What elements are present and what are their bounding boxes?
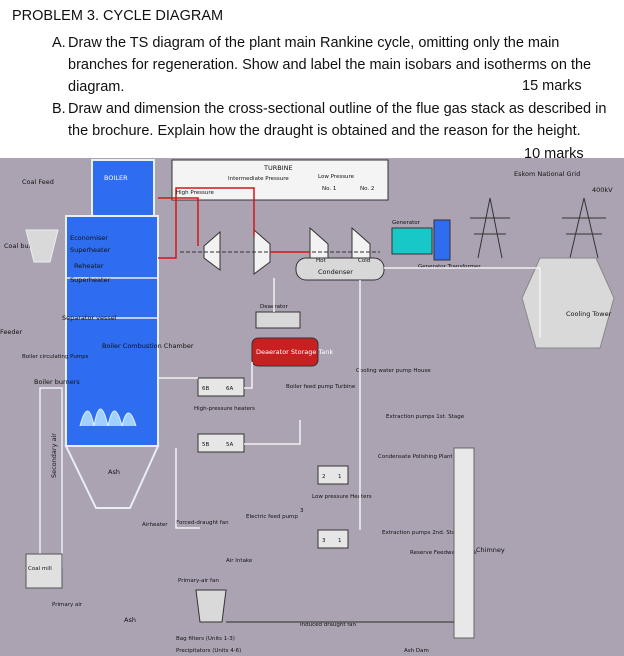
circulating-pumps-label: Boiler circulating Pumps (22, 354, 89, 360)
lp-no2-label: No. 2 (360, 186, 374, 192)
item-a-line-3: diagram. (68, 79, 125, 95)
hp-heater-6 (197, 377, 245, 397)
high-pressure-label: High Pressure (176, 190, 214, 196)
extraction-2nd-label: Extraction pumps 2nd. Stage (382, 530, 463, 536)
deaerator-storage-tank-label: Deaerator Storage Tank (256, 348, 333, 356)
heater-3b-label: 3 (322, 538, 326, 544)
item-b-line-1: Draw and dimension the cross-sectional o… (68, 101, 607, 117)
electric-feed-pump-label: Electric feed pump (246, 514, 298, 520)
bfp-turbine-label: Boiler feed pump Turbine (286, 384, 356, 390)
boiler-title: BOILER (104, 174, 128, 182)
bag-filter (195, 589, 227, 623)
coal-bunker-label: Coal bunker (4, 242, 43, 250)
condenser (295, 257, 385, 281)
item-a-letter: A. (52, 35, 66, 51)
lp-heaters-label: Low pressure Heaters (312, 494, 372, 500)
ash-dam-label: Ash Dam (404, 648, 429, 654)
generator-transformer-label: Generator Transformer (418, 264, 481, 270)
chimney-label: Chimney (476, 546, 505, 554)
pylon-1 (470, 197, 510, 259)
deaerator (255, 311, 301, 329)
intermediate-pressure-label: Intermediate Pressure (228, 176, 289, 182)
separator-vessel-label: Separator vessel (62, 314, 117, 322)
generator-label: Generator (392, 220, 421, 226)
precipitators-label: Precipitators (Units 4-6) (176, 648, 241, 654)
cw-pump-house-label: Cooling water pump House (356, 368, 431, 374)
eskom-grid-label: Eskom National Grid (514, 170, 580, 178)
coal-mill (25, 553, 63, 589)
coal-mill-label: Coal mill (28, 566, 52, 572)
superheater-label-2: Superheater (70, 276, 111, 284)
boiler (64, 159, 160, 509)
grid-voltage-label: 400kV (592, 186, 613, 194)
heater-5a-label: 5A (226, 442, 233, 448)
lp-no1-label: No. 1 (322, 186, 336, 192)
ash-bottom-label: Ash (124, 616, 136, 624)
condenser-label: Condenser (318, 268, 353, 276)
ash-hopper-label: Ash (108, 468, 120, 476)
airheater-label: Airheater (142, 522, 168, 528)
deaerator-storage-tank (251, 337, 319, 367)
heater-5b-label: 5B (202, 442, 209, 448)
cooling-tower (521, 257, 615, 349)
heater-1-label: 1 (338, 474, 342, 480)
lp-heater-2-1 (317, 465, 349, 485)
low-pressure-label: Low Pressure (318, 174, 355, 180)
item-a-line-1: Draw the TS diagram of the plant main Ra… (68, 35, 560, 51)
item-b-letter: B. (52, 101, 66, 117)
turbine-title: TURBINE (263, 164, 293, 172)
generator (391, 227, 433, 255)
problem-heading: PROBLEM 3. CYCLE DIAGRAM (12, 8, 224, 24)
generator-transformer (433, 219, 451, 261)
id-fan-label: Induced draught fan (300, 622, 357, 628)
item-a-line-2: branches for regeneration. Show and labe… (68, 57, 592, 73)
coal-feed-label: Coal Feed (22, 178, 54, 186)
heater-3a-label: 3 (300, 508, 304, 514)
hp-heater-5 (197, 433, 245, 453)
primary-air-label: Primary air (52, 602, 83, 608)
primary-air-fan-label: Primary-air fan (178, 578, 219, 584)
heater-2-label: 2 (322, 474, 326, 480)
combustion-chamber-label: Boiler Combustion Chamber (102, 342, 194, 350)
power-station-cycle-diagram: BOILER Economiser Superheater Reheater S… (0, 158, 624, 656)
chimney (453, 447, 475, 639)
item-b-line-2: the brochure. Explain how the draught is… (68, 123, 581, 139)
secondary-air-label: Secondary air (50, 433, 58, 478)
reheater-label: Reheater (74, 262, 104, 270)
lp-heater-3-1 (317, 529, 349, 549)
coal-bunker (25, 229, 59, 263)
polishing-plant-label: Condensate Polishing Plant (378, 454, 453, 460)
bag-filters-label: Bag filters (Units 1-3) (176, 636, 235, 642)
superheater-label-1: Superheater (70, 246, 111, 254)
hp-heaters-label: High-pressure heaters (194, 406, 255, 412)
heater-1b-label: 1 (338, 538, 342, 544)
fd-fan-label: Forced-draught fan (176, 520, 229, 526)
heater-6b-label: 6B (202, 386, 209, 392)
turbine-frame (171, 159, 389, 201)
item-a-marks: 15 marks (522, 78, 582, 94)
economiser-label: Economiser (70, 234, 108, 242)
cold-label: Cold (358, 258, 370, 264)
heater-6a-label: 6A (226, 386, 233, 392)
air-intake-label: Air Intake (226, 558, 253, 564)
reserve-tank-label: Reserve Feedwater Tank (410, 550, 478, 556)
cooling-tower-label: Cooling Tower (566, 310, 612, 318)
boiler-burners-label: Boiler burners (34, 378, 80, 386)
pipework (158, 187, 541, 623)
feeder-label: Feeder (0, 328, 23, 336)
hot-label: Hot (316, 258, 327, 264)
pylon-2 (562, 197, 606, 259)
extraction-1st-label: Extraction pumps 1st. Stage (386, 414, 465, 420)
